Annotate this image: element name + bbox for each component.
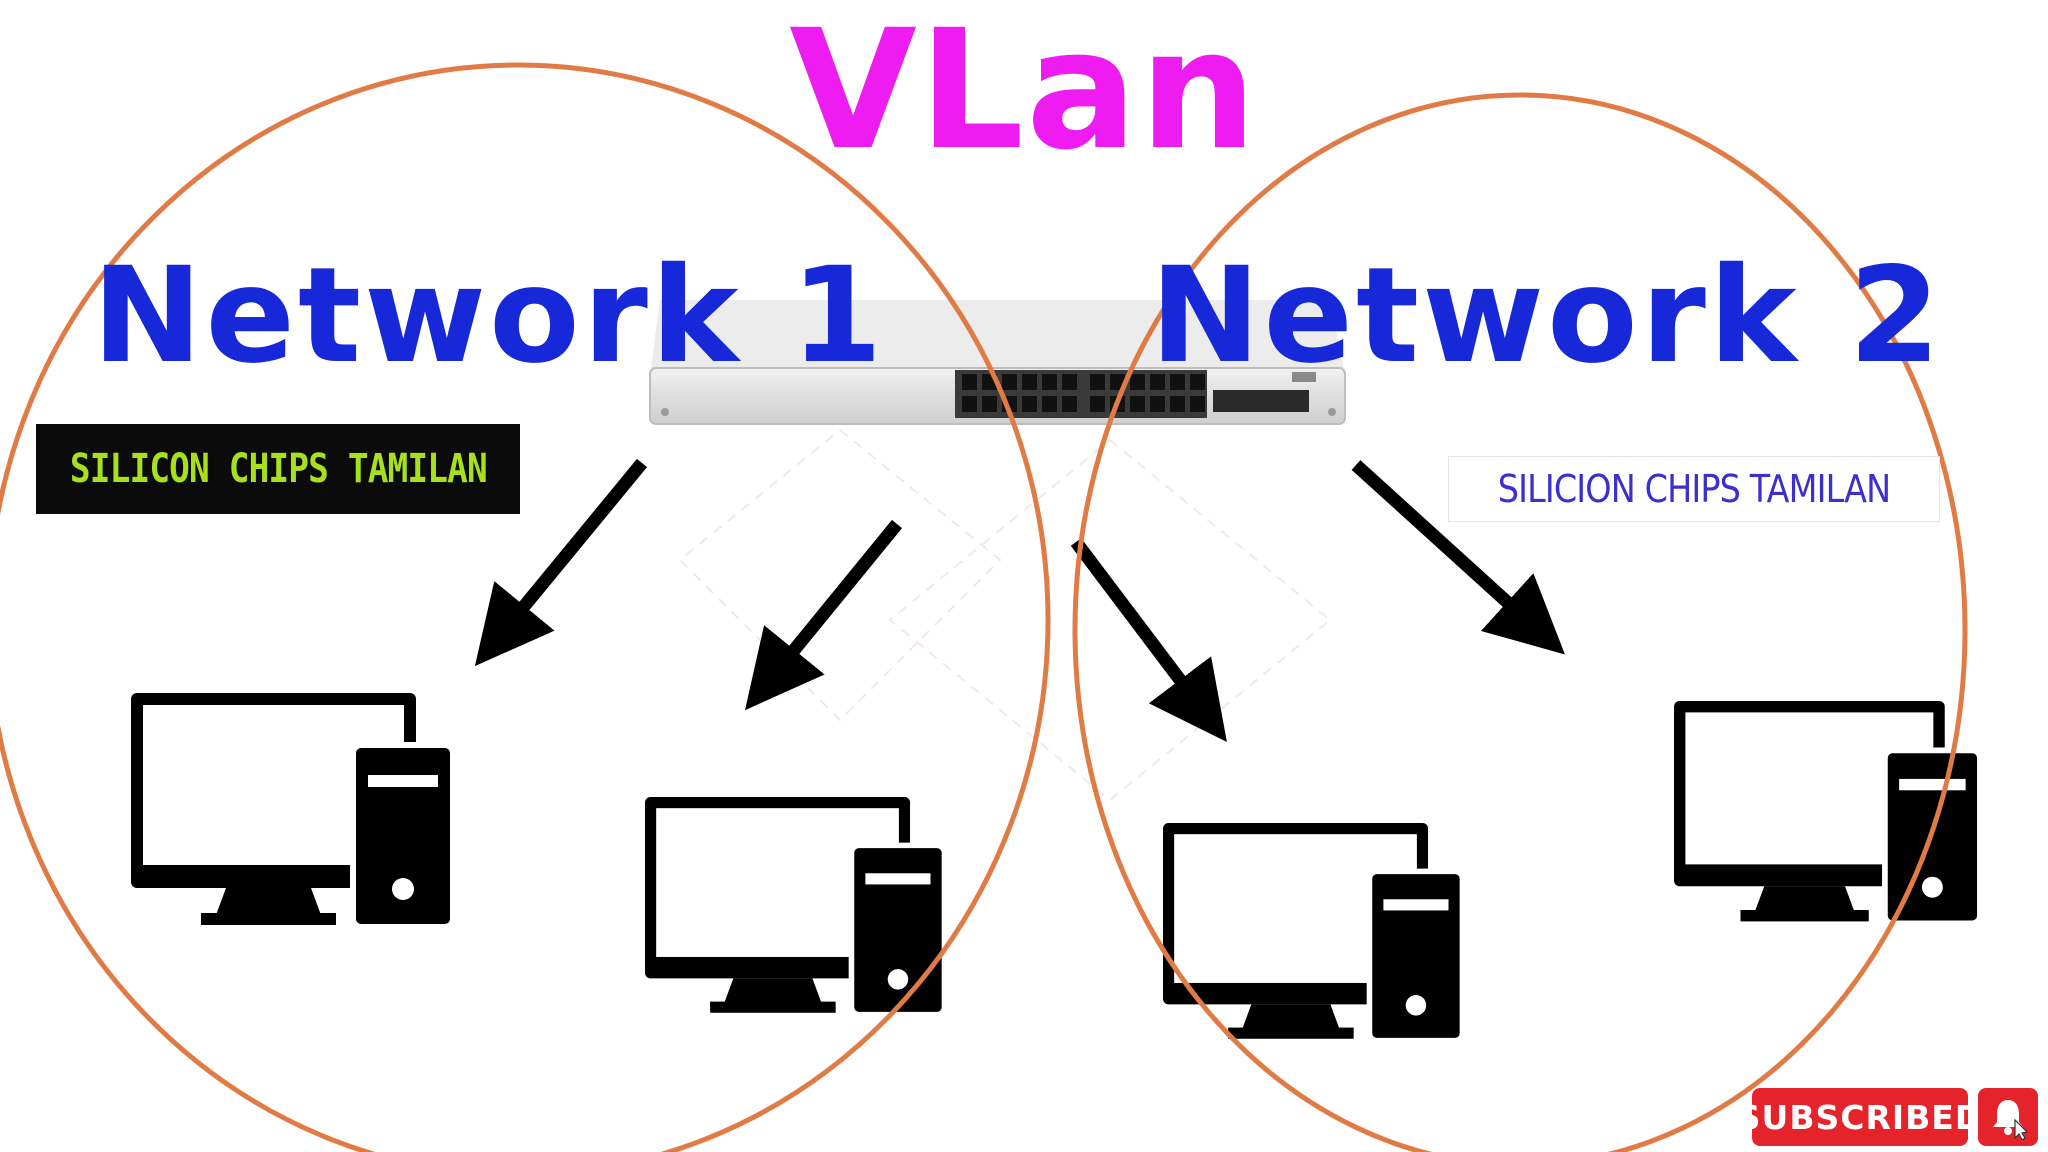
watermark-right-text: SILICION CHIPS TAMILAN xyxy=(1497,467,1891,511)
arrows xyxy=(474,458,1565,743)
switch-port xyxy=(1062,374,1077,390)
arrow-icon xyxy=(474,458,648,667)
switch-port xyxy=(982,396,997,412)
switch-port xyxy=(1150,374,1165,390)
network-1-boundary xyxy=(0,62,1051,1152)
bell-icon xyxy=(1993,1100,2029,1140)
desktop-computer-icon xyxy=(1674,701,1983,927)
computers xyxy=(131,693,1983,1044)
switch-port xyxy=(1062,396,1077,412)
network-switch-icon xyxy=(649,300,1346,425)
switch-port xyxy=(1022,374,1037,390)
arrow-icon xyxy=(1070,538,1227,743)
arrow-icon xyxy=(1351,460,1565,655)
subscribe-label: SUBSCRIBED xyxy=(1736,1097,1984,1137)
switch-port xyxy=(1130,396,1145,412)
switch-port xyxy=(1150,396,1165,412)
desktop-computer-icon xyxy=(645,797,948,1018)
desktop-computer-icon xyxy=(1163,823,1466,1044)
switch-port xyxy=(1090,374,1105,390)
switch-port xyxy=(1090,396,1105,412)
switch-port xyxy=(1190,374,1205,390)
switch-port xyxy=(1130,374,1145,390)
desktop-computer-icon xyxy=(131,693,456,930)
watermark-left: SILICON CHIPS TAMILAN xyxy=(36,424,520,514)
switch-port xyxy=(962,396,977,412)
switch-port xyxy=(1002,374,1017,390)
network-boundaries xyxy=(0,62,1968,1152)
diagram-title: VLan xyxy=(789,0,1259,186)
switch-port xyxy=(1170,374,1185,390)
network-1-label: Network 1 xyxy=(92,239,886,393)
cursor-hand-icon xyxy=(2014,1118,2029,1140)
notification-bell-button[interactable] xyxy=(1978,1088,2038,1146)
switch-port xyxy=(1190,396,1205,412)
subscribe-button[interactable]: SUBSCRIBED xyxy=(1737,1088,1982,1146)
switch-port xyxy=(1170,396,1185,412)
background-diamond-pattern xyxy=(678,428,1332,802)
network-2-label: Network 2 xyxy=(1150,239,1944,393)
switch-port xyxy=(1042,396,1057,412)
switch-port xyxy=(1042,374,1057,390)
watermark-left-text: SILICON CHIPS TAMILAN xyxy=(69,446,488,492)
switch-port xyxy=(1022,396,1037,412)
switch-port xyxy=(962,374,977,390)
watermark-right: SILICION CHIPS TAMILAN xyxy=(1448,456,1940,522)
arrow-icon xyxy=(744,519,903,711)
network-2-boundary xyxy=(1072,92,1968,1152)
